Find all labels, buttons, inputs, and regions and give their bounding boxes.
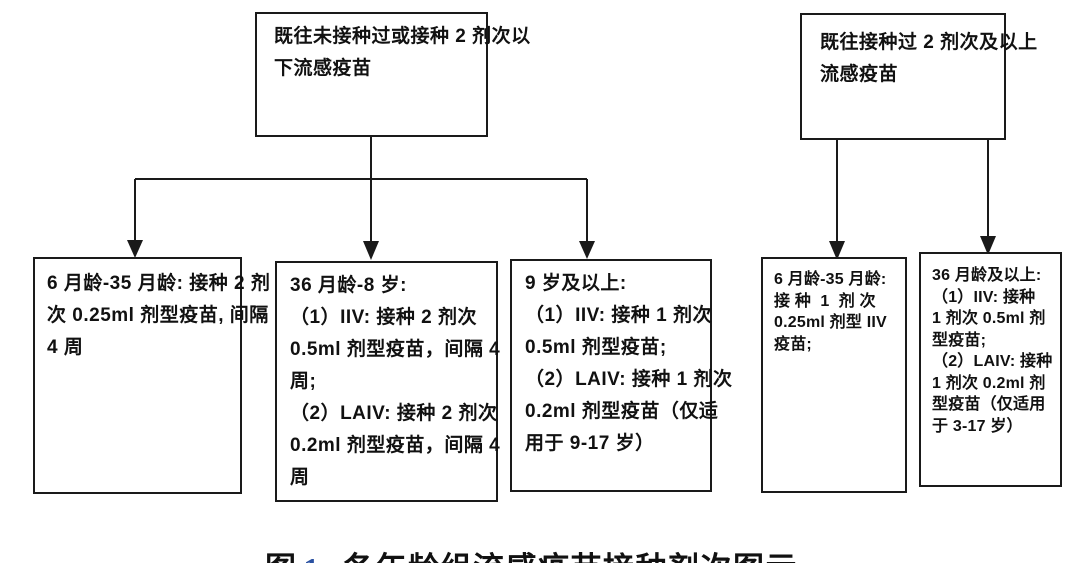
node-prior-2-or-more-doses: 既往接种过 2 剂次及以上流感疫苗 (800, 13, 1038, 140)
text-line: 1 剂次 0.2ml 剂 (932, 374, 1046, 392)
text-line: 型疫苗（仅适用 (932, 396, 1046, 413)
text-line: 36 月龄-8 岁: (290, 275, 407, 296)
text-line: 0.2ml 剂型疫苗（仅适 (525, 401, 719, 422)
caption-figure-number: 1. (298, 551, 334, 563)
text-line: 既往未接种过或接种 2 剂次以 (274, 26, 531, 47)
text-line: 0.2ml 剂型疫苗，间隔 4 (290, 435, 501, 456)
arrowhead-left-branch (127, 240, 143, 258)
text-line: 周 (290, 467, 310, 488)
text-line: 0.5ml 剂型疫苗; (525, 337, 667, 358)
text-line: 0.5ml 剂型疫苗，间隔 4 (290, 339, 501, 360)
text-line: （2）LAIV: 接种 2 剂次 (290, 403, 498, 424)
text-line: 下流感疫苗 (274, 58, 372, 79)
text-line: 周; (290, 371, 317, 392)
text-line: （1）IIV: 接种 2 剂次 (290, 307, 477, 328)
text-line: （1）IIV: 接种 (932, 288, 1036, 306)
text-line: 用于 9-17 岁） (525, 433, 655, 454)
caption-title-text: 各年龄组流感疫苗接种剂次图示 (334, 551, 798, 563)
node-36-months-to-8-years: 36 月龄-8 岁: （1）IIV: 接种 2 剂次 0.5ml 剂型疫苗，间隔 4… (275, 261, 501, 502)
text-line: 6 月龄-35 月龄: 接种 2 剂 (47, 273, 271, 294)
text-line: 疫苗; (774, 335, 812, 353)
text-line: 6 月龄-35 月龄: (774, 271, 887, 288)
figure-caption: 图1. 各年龄组流感疫苗接种剂次图示 (228, 507, 798, 563)
caption-figure-word: 图 (265, 551, 298, 563)
text-line: 9 岁及以上: (525, 273, 627, 294)
node-9-years-and-above: 9 岁及以上: （1）IIV: 接种 1 剂次 0.5ml 剂型疫苗; （2）LAIV… (510, 259, 733, 492)
text-line: 流感疫苗 (820, 64, 899, 85)
text-line: 0.25ml 剂型 IIV (774, 314, 887, 331)
arrowhead-middle-branch (363, 241, 379, 260)
text-line: 1 剂次 0.5ml 剂 (932, 310, 1046, 327)
text-line: 型疫苗; (932, 331, 987, 349)
text-line: 既往接种过 2 剂次及以上 (820, 32, 1038, 53)
node-6-35-months-first-time: 6 月龄-35 月龄: 接种 2 剂次 0.25ml 剂型疫苗, 间隔 4 周 (33, 257, 271, 494)
node-unvaccinated-or-under-2-doses: 既往未接种过或接种 2 剂次以下流感疫苗 (255, 12, 531, 137)
text-line: 接 种 1 剂 次 (774, 292, 876, 310)
text-line: 36 月龄及以上: (932, 267, 1042, 284)
node-6-35-months-previously-vaccinated: 6 月龄-35 月龄: 接 种 1 剂 次 0.25ml 剂型 IIV 疫苗; (761, 257, 907, 493)
text-line: （1）IIV: 接种 1 剂次 (525, 305, 712, 326)
text-line: 4 周 (47, 337, 84, 358)
node-36-months-and-above: 36 月龄及以上: （1）IIV: 接种 1 剂次 0.5ml 剂型疫苗; （2）LA… (919, 252, 1062, 487)
text-line: （2）LAIV: 接种 (932, 353, 1053, 370)
arrowhead-right-branch (579, 241, 595, 259)
text-line: 次 0.25ml 剂型疫苗, 间隔 (47, 305, 269, 326)
text-line: （2）LAIV: 接种 1 剂次 (525, 369, 733, 390)
text-line: 于 3-17 岁） (932, 417, 1023, 435)
